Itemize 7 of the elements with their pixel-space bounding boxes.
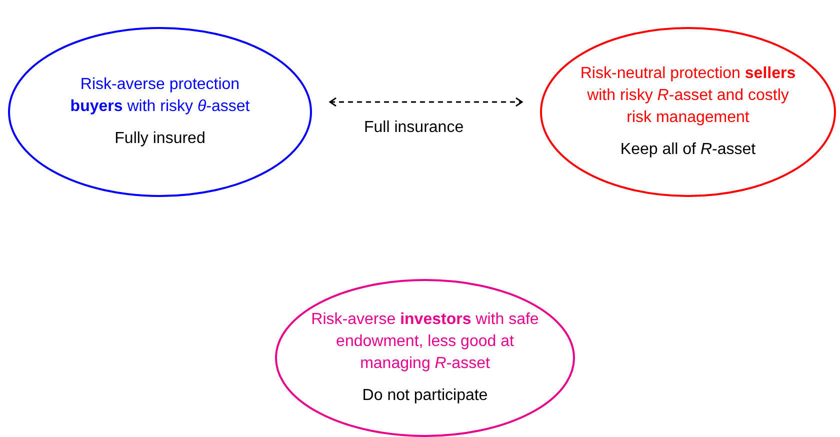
node-title: Risk-neutral protection sellers with risky R-asset and costly risk management [579,64,797,128]
double-arrow [329,97,523,107]
node-note: Keep all of R-asset [620,140,756,160]
node-note: Do not participate [362,386,488,406]
node-title: Risk-averse protection buyers with risky θ-asset [69,75,251,117]
node-title: Risk-averse investors with safe endowment, less good at managing R-asset [310,310,540,374]
node-note: Fully insured [114,129,206,149]
